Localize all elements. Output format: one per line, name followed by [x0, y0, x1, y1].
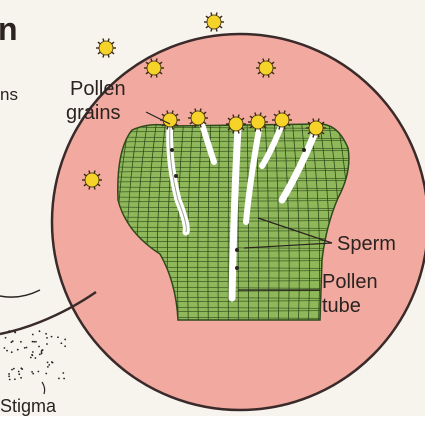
connector-edge-line [0, 290, 40, 297]
sperm-nucleus [235, 266, 239, 270]
sperm-nucleus [174, 174, 178, 178]
stipple-dot [17, 349, 19, 351]
pollen-grain [204, 12, 224, 31]
stipple-dot [6, 350, 8, 352]
stipple-dot [20, 377, 22, 379]
stipple-dot [45, 373, 47, 375]
stipple-dot [38, 346, 40, 348]
stigma-label-tick [42, 382, 45, 394]
stipple-dot [51, 336, 53, 338]
stipple-dot [5, 337, 7, 339]
stipple-dot [63, 378, 65, 380]
sperm-label: Sperm [337, 233, 396, 255]
pollen-grains-label-line2: grains [66, 102, 120, 124]
stipple-dot [14, 331, 16, 333]
stipple-dot [46, 337, 48, 339]
stipple-dot [57, 336, 59, 338]
stipple-dot [39, 330, 41, 332]
stipple-dot [8, 375, 10, 377]
stipple-dot [18, 371, 20, 373]
stipple-dot [34, 357, 36, 359]
stipple-dot [11, 369, 13, 371]
stipple-dot [14, 378, 16, 380]
stipple-dot [33, 341, 35, 343]
stipple-dot [31, 371, 33, 373]
stipple-dot [58, 378, 60, 380]
stigma-label: Stigma [0, 396, 57, 416]
stipple-dot [30, 357, 32, 359]
stipple-dot [51, 361, 53, 363]
stipple-dot [8, 330, 10, 332]
stipple-dot [32, 334, 34, 336]
stipple-dot [42, 349, 44, 351]
stipple-dot [20, 341, 22, 343]
pollen-grains-label-line1: Pollen [70, 78, 126, 100]
stipple-dot [31, 354, 33, 356]
sperm-nucleus [235, 248, 239, 252]
sperm-nucleus [302, 148, 306, 152]
stipple-dot [64, 339, 66, 341]
stipple-dot [64, 345, 66, 347]
pollen-tube-label-line2: tube [322, 295, 361, 317]
stipple-dot [8, 373, 10, 375]
stipple-dot [47, 361, 49, 363]
stipple-dot [11, 351, 13, 353]
stipple-dot [46, 343, 48, 345]
pollen-grain [96, 38, 116, 57]
stipple-dot [37, 371, 39, 373]
stipple-dot [32, 341, 34, 343]
stipple-dot [41, 353, 43, 355]
pollen-tube-label-line1: Pollen [322, 271, 378, 293]
heading-fragment: n [0, 11, 18, 47]
stipple-dot [35, 341, 37, 343]
stipple-dot [48, 364, 50, 366]
stipple-dot [12, 340, 14, 342]
stigma-stipple [4, 330, 67, 380]
stipple-dot [39, 353, 41, 355]
stipple-dot [13, 368, 15, 370]
side-text-fragment: ns [0, 85, 18, 104]
sperm-nucleus [170, 148, 174, 152]
stipple-dot [18, 373, 20, 375]
stipple-dot [24, 347, 26, 349]
stipple-dot [26, 347, 28, 349]
stipple-dot [9, 379, 11, 381]
stipple-dot [47, 366, 49, 368]
stipple-dot [60, 342, 62, 344]
stipple-dot [4, 347, 6, 349]
stipple-dot [45, 333, 47, 335]
stipple-dot [20, 367, 22, 369]
stipple-dot [32, 373, 34, 375]
stipple-dot [62, 372, 64, 374]
stipple-dot [32, 351, 34, 353]
